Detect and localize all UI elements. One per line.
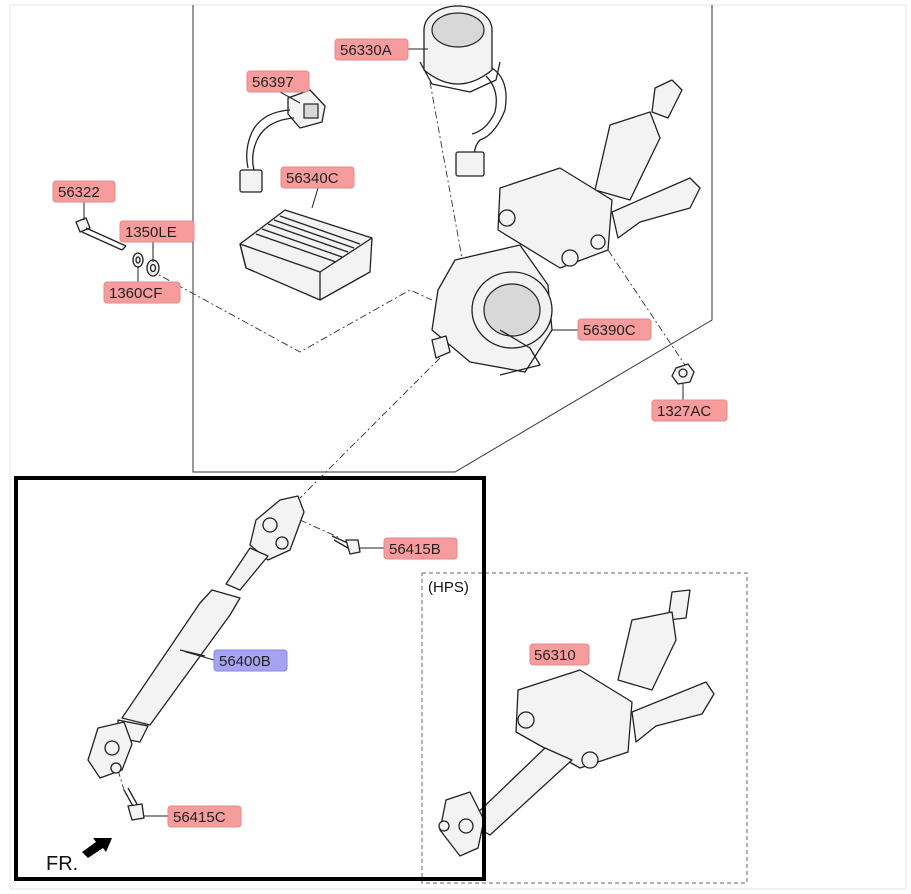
reference-lines [117,81,686,791]
label-1327ac[interactable]: 1327AC [651,399,728,422]
assembly-boundary [192,5,713,473]
label-1350le[interactable]: 1350LE [119,220,195,243]
label-56390c[interactable]: 56390C [577,318,652,341]
bolt-56415c-drawing[interactable] [123,787,145,821]
front-arrow-icon [82,838,112,858]
label-56415b-text: 56415B [389,541,441,558]
label-56340c-text: 56340C [286,170,339,187]
diagram-frame [9,4,907,890]
label-56390c-text: 56390C [583,322,636,339]
label-56330a-text: 56330A [340,42,392,59]
bolt-56322-drawing[interactable] [75,217,127,251]
steering-column-56390c-drawing[interactable] [431,79,701,376]
washer-1360cf-drawing[interactable] [132,252,144,268]
label-56330a[interactable]: 56330A [334,38,409,61]
label-1327ac-text: 1327AC [657,403,711,420]
front-label: FR. [46,853,78,875]
ecu-56340c-drawing[interactable] [239,209,373,301]
label-1360cf[interactable]: 1360CF [103,281,181,304]
label-56397-text: 56397 [252,74,294,91]
front-indicator: FR. [46,838,112,875]
label-56415b[interactable]: 56415B [383,537,458,560]
label-56310[interactable]: 56310 [529,643,590,666]
motor-56330a-drawing[interactable] [419,5,507,177]
washer-1350le-drawing[interactable] [146,259,160,277]
label-56415c-text: 56415C [173,809,226,826]
label-56340c[interactable]: 56340C [280,166,355,189]
label-1350le-text: 1350LE [125,224,177,241]
label-1360cf-text: 1360CF [109,285,162,302]
bolt-56415b-drawing[interactable] [331,535,361,555]
hps-box [421,572,748,884]
label-56400b-text: 56400B [219,653,271,670]
label-56415c[interactable]: 56415C [167,805,242,828]
nut-1327ac-drawing[interactable] [671,363,695,385]
leader-lines [83,48,684,817]
label-56397[interactable]: 56397 [246,70,310,93]
intermediate-shaft-56400b-drawing[interactable] [87,495,305,779]
label-56322[interactable]: 56322 [52,180,116,203]
harness-56397-drawing[interactable] [239,89,326,193]
label-56322-text: 56322 [58,184,100,201]
selected-part-highlight [14,476,486,881]
steering-column-56310-drawing[interactable] [438,589,715,857]
label-56310-text: 56310 [534,647,576,664]
label-56400b[interactable]: 56400B [213,649,288,672]
hps-annotation: (HPS) [428,579,469,596]
